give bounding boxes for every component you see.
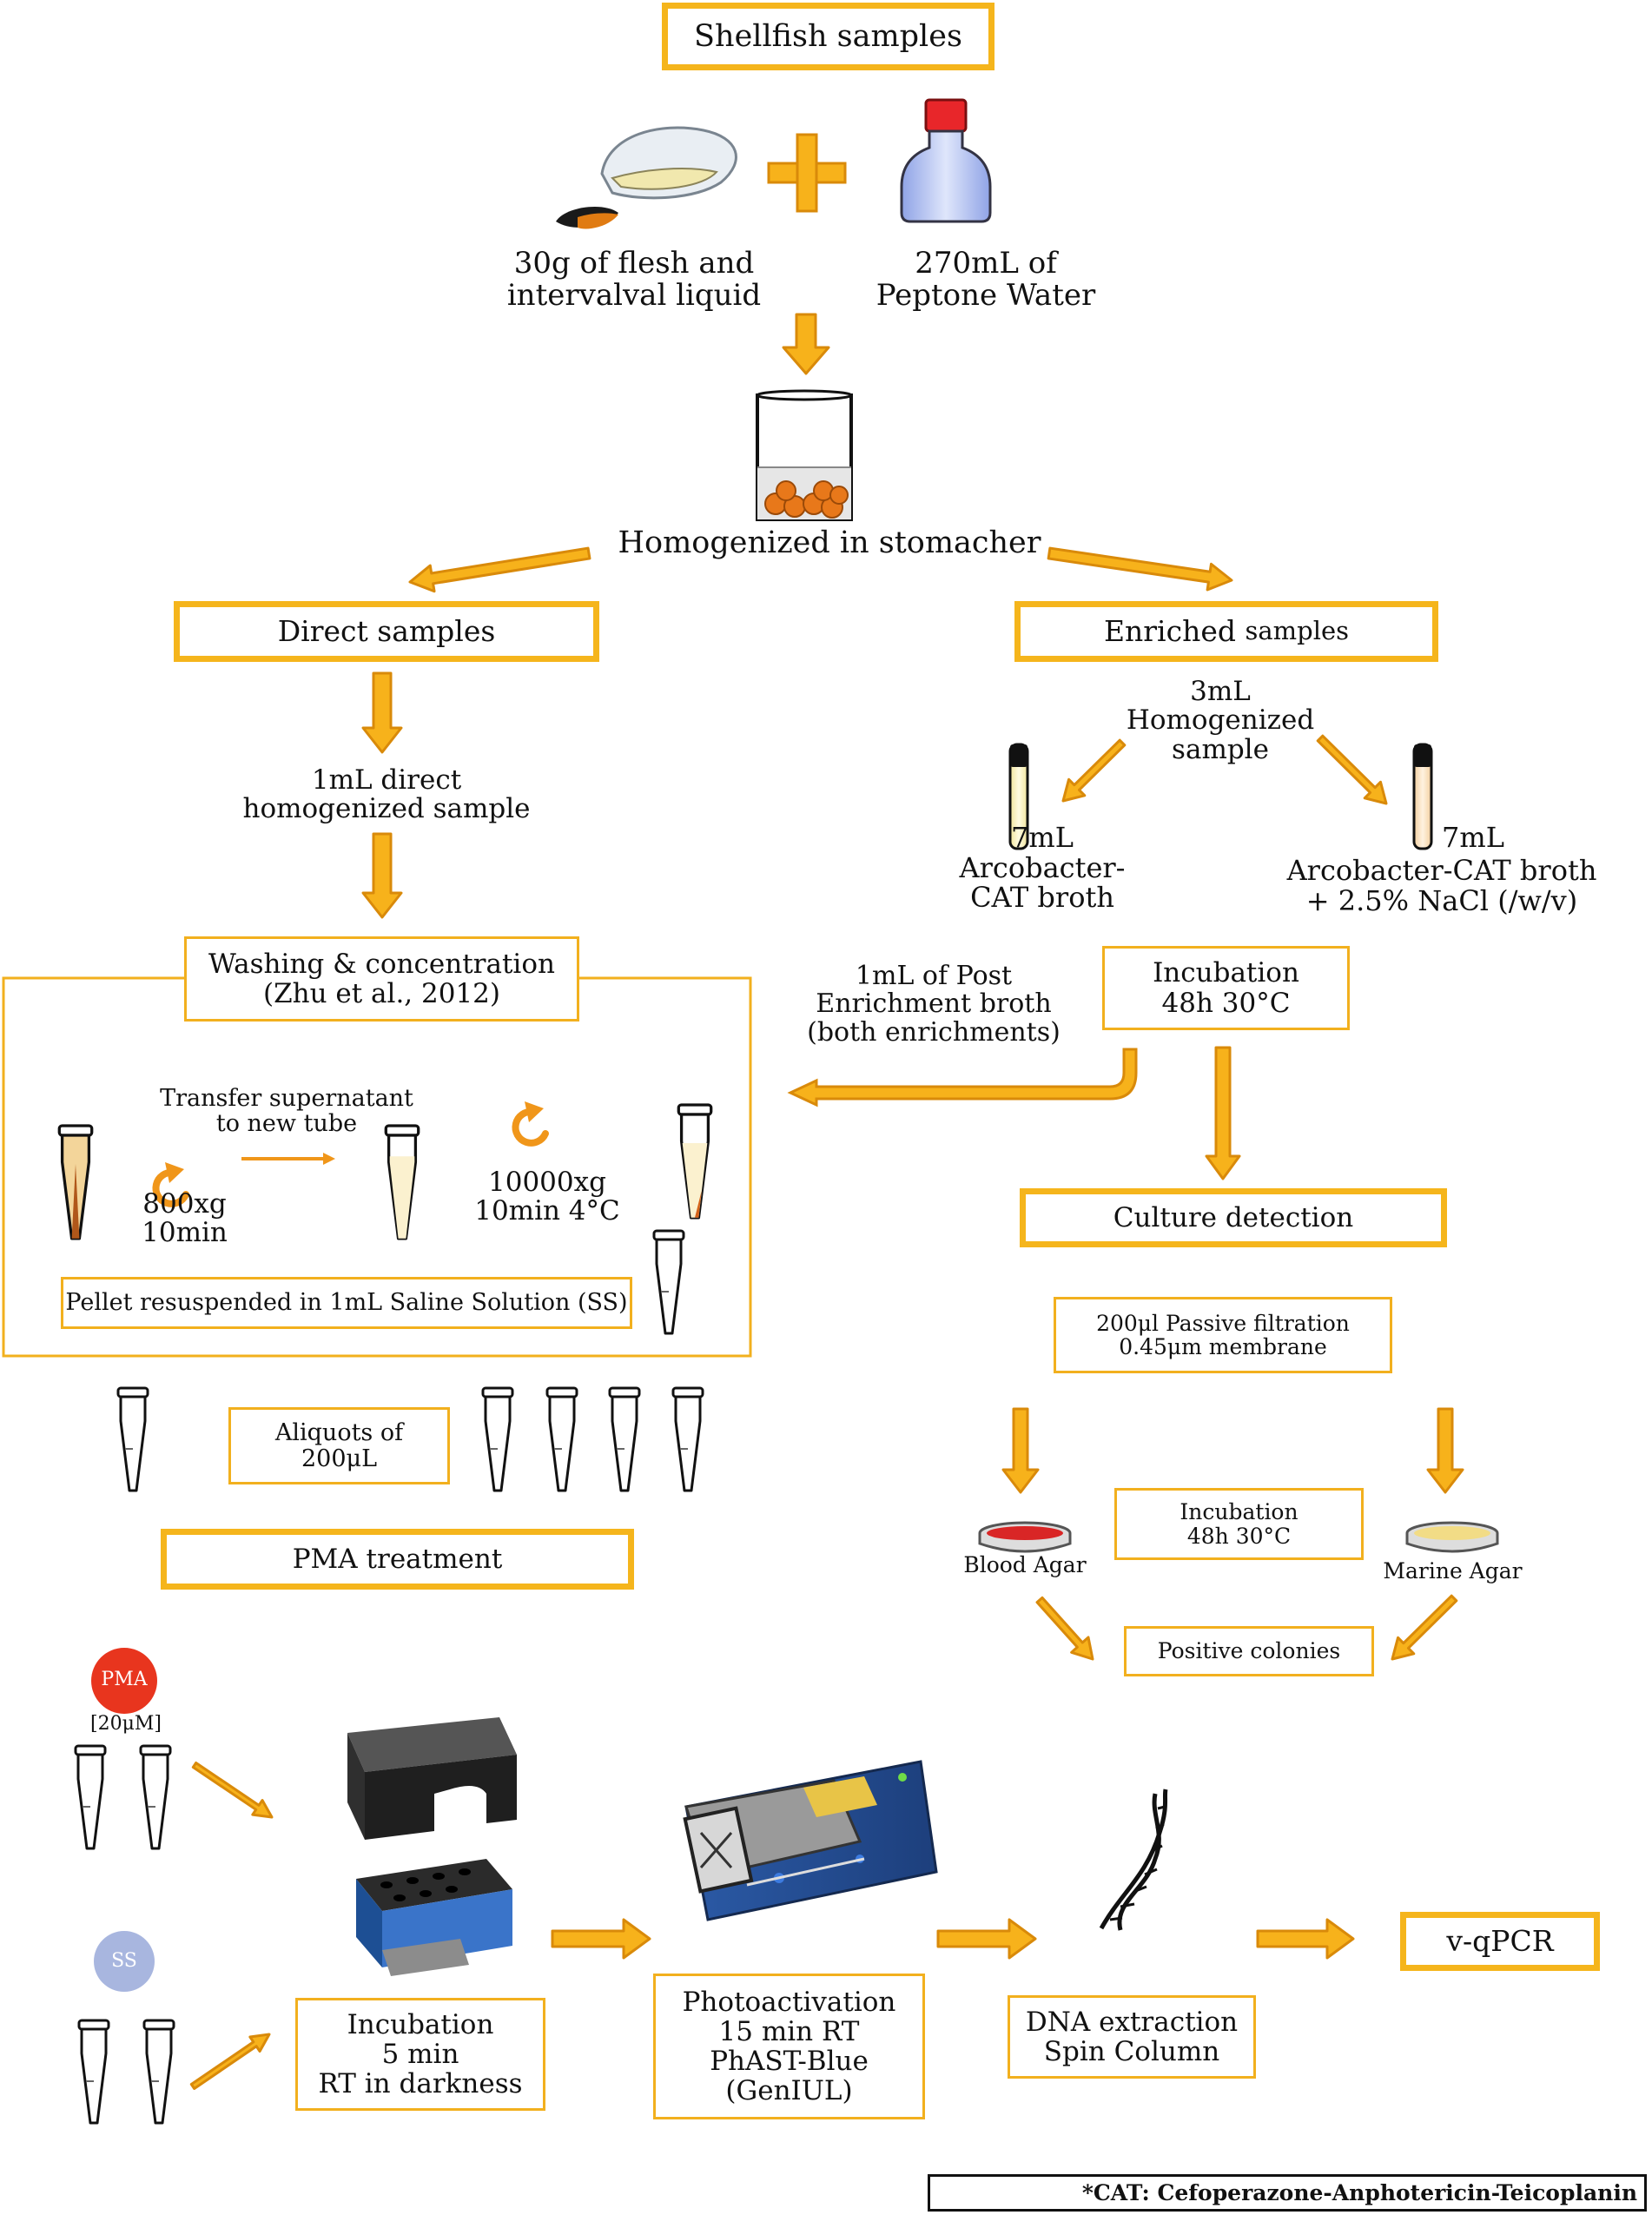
blood-agar-plate-icon bbox=[978, 1521, 1072, 1553]
aliquot-tube-3-icon bbox=[608, 1386, 641, 1492]
aliquots-box: Aliquots of 200μL bbox=[228, 1407, 450, 1484]
arrow-to-broth2 bbox=[1316, 734, 1388, 805]
dark-incubation-box: Incubation 5 min RT in darkness bbox=[295, 1998, 545, 2111]
phast-blue-device-icon bbox=[683, 1760, 938, 1921]
arrow-to-broth1 bbox=[1061, 738, 1127, 803]
direct-sample-label: 1mL direct homogenized sample bbox=[242, 764, 531, 825]
shellfish-icon bbox=[556, 126, 737, 229]
flesh-label: 30g of flesh and intervalval liquid bbox=[506, 246, 762, 313]
transfer-arrow-head bbox=[323, 1153, 335, 1165]
broth1-label: 7mL Arcobacter- CAT broth bbox=[959, 821, 1126, 915]
tube-resuspended-icon bbox=[652, 1229, 685, 1335]
arrow-ss-to-incubation bbox=[189, 2033, 271, 2090]
dark-box-icon bbox=[347, 1717, 517, 1840]
pma-tube-1-icon bbox=[74, 1744, 107, 1850]
enriched-title: Enriched bbox=[1103, 613, 1236, 648]
arrow-incubation-to-culture bbox=[1205, 1046, 1241, 1180]
peptone-water-label: 270mL of Peptone Water bbox=[876, 246, 1096, 313]
aliquot-tube-4-icon bbox=[671, 1386, 704, 1492]
broth2-volume-label: 7mL bbox=[1442, 821, 1504, 854]
plate-incubation-box: Incubation 48h 30°C bbox=[1114, 1488, 1364, 1560]
dna-extraction-box: DNA extraction Spin Column bbox=[1008, 1995, 1256, 2079]
culture-detection-box: Culture detection bbox=[1020, 1188, 1447, 1247]
post-enrichment-label: 1mL of Post Enrichment broth (both enric… bbox=[807, 961, 1061, 1048]
arrows-layer bbox=[189, 313, 1464, 2090]
broth-tube-1-icon bbox=[1008, 743, 1029, 850]
tube-supernatant-icon bbox=[384, 1124, 420, 1240]
direct-samples-box: Direct samples bbox=[174, 601, 599, 662]
arrow-post-enrichment-to-washing bbox=[787, 1048, 1138, 1108]
transfer-label: Transfer supernatant to new tube bbox=[160, 1085, 413, 1138]
arrow-filtration-to-marine bbox=[1426, 1407, 1464, 1494]
aliquot-tube-2-icon bbox=[545, 1386, 578, 1492]
arrow-to-dna bbox=[936, 1918, 1037, 1960]
ss-badge-label: SS bbox=[111, 1950, 137, 1972]
arrow-direct-down-2 bbox=[361, 832, 403, 919]
dna-icon bbox=[1099, 1789, 1168, 1931]
spin1-label: 800xg 10min bbox=[142, 1188, 228, 1249]
peptone-bottle-icon bbox=[900, 98, 992, 223]
arrow-to-direct bbox=[408, 546, 591, 593]
filtration-box: 200μl Passive filtration 0.45μm membrane bbox=[1054, 1297, 1392, 1373]
broth-tube-2-icon bbox=[1412, 743, 1433, 850]
tube-sample-icon bbox=[57, 1124, 94, 1240]
homogenized-label: Homogenized in stomacher bbox=[618, 526, 1041, 560]
ss-tube-2-icon bbox=[142, 2019, 175, 2125]
tube-pellet-icon bbox=[677, 1103, 713, 1220]
positive-colonies-box: Positive colonies bbox=[1124, 1626, 1374, 1676]
pma-tube-2-icon bbox=[139, 1744, 172, 1850]
aliquot-tube-left-icon bbox=[116, 1386, 149, 1492]
plus-icon bbox=[767, 133, 847, 213]
v-qpcr-box: v-qPCR bbox=[1400, 1912, 1600, 1971]
stomacher-beaker-icon bbox=[756, 389, 853, 521]
enriched-title-small: samples bbox=[1245, 616, 1350, 646]
footnote: *CAT: Cefoperazone-Anphotericin-Teicopla… bbox=[928, 2174, 1647, 2212]
arrow-direct-down-1 bbox=[361, 671, 403, 754]
shellfish-samples-box: Shellfish samples bbox=[662, 3, 995, 70]
arrow-filtration-to-blood bbox=[1001, 1407, 1040, 1494]
blood-agar-label: Blood Agar bbox=[963, 1552, 1087, 1577]
centrifuge-icon-1 bbox=[152, 1162, 189, 1207]
aliquot-tube-1-icon bbox=[481, 1386, 514, 1492]
pma-badge-label: PMA bbox=[101, 1669, 148, 1690]
ss-tube-1-icon bbox=[77, 2019, 110, 2125]
marine-agar-label: Marine Agar bbox=[1383, 1558, 1523, 1584]
photoactivation-box: Photoactivation 15 min RT PhAST-Blue (Ge… bbox=[653, 1974, 925, 2119]
pma-treatment-box: PMA treatment bbox=[161, 1529, 634, 1590]
enriched-samples-box: Enriched samples bbox=[1014, 601, 1438, 662]
enriched-sample-label: 3mL Homogenized sample bbox=[1126, 676, 1315, 765]
pellet-box: Pellet resuspended in 1mL Saline Solutio… bbox=[61, 1277, 632, 1329]
ss-badge bbox=[94, 1931, 155, 1992]
tube-rack-icon bbox=[356, 1859, 512, 1976]
enrichment-incubation-box: Incubation 48h 30°C bbox=[1102, 946, 1350, 1030]
arrow-to-stomacher bbox=[782, 313, 830, 375]
arrow-to-enriched bbox=[1047, 546, 1233, 592]
pma-concentration-label: [20μM] bbox=[90, 1713, 162, 1735]
arrow-to-qpcr bbox=[1256, 1918, 1355, 1960]
arrow-blood-to-positive bbox=[1035, 1596, 1094, 1661]
pma-badge bbox=[91, 1648, 157, 1714]
washing-title-box: Washing & concentration (Zhu et al., 201… bbox=[184, 936, 579, 1022]
arrow-pma-to-box bbox=[191, 1762, 274, 1819]
spin2-label: 10000xg 10min 4°C bbox=[474, 1167, 620, 1227]
centrifuge-icon-2 bbox=[512, 1101, 549, 1147]
arrow-to-photo bbox=[551, 1918, 651, 1960]
arrow-marine-to-positive bbox=[1391, 1594, 1458, 1661]
broth2-label: Arcobacter-CAT broth + 2.5% NaCl (/w/v) bbox=[1286, 854, 1597, 917]
marine-agar-plate-icon bbox=[1405, 1521, 1499, 1553]
